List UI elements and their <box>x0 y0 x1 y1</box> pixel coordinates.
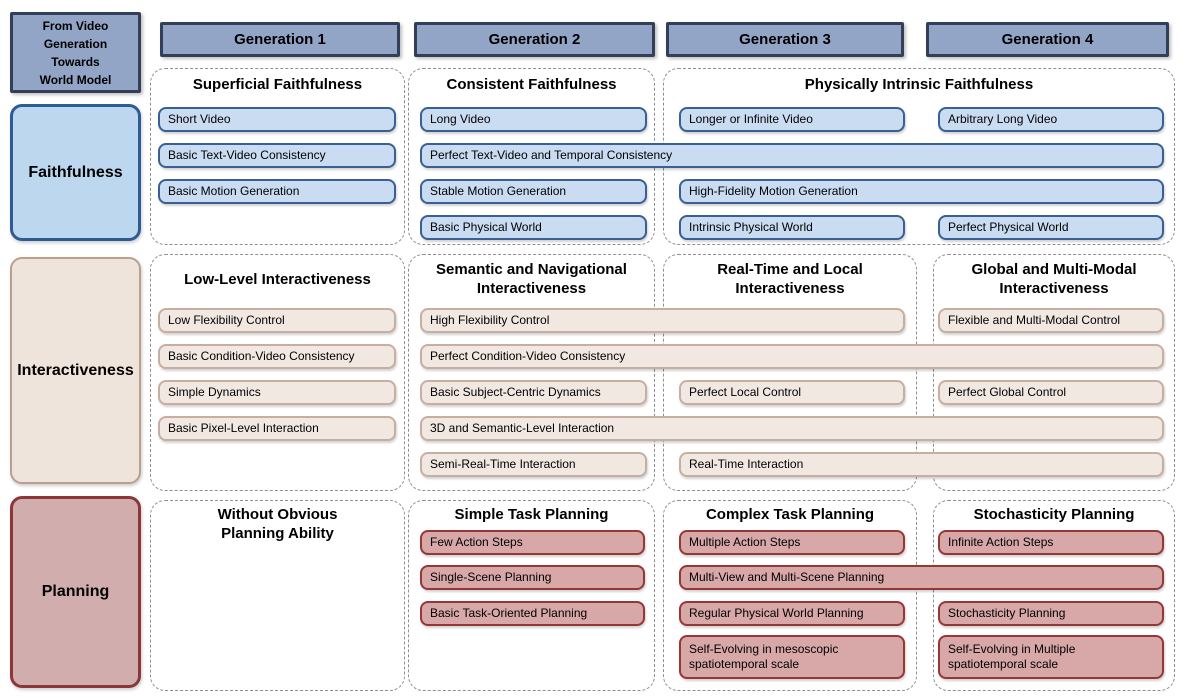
corner-title-box: From Video Generation Towards World Mode… <box>10 12 141 93</box>
item-high-fidelity-motion-generation: High-Fidelity Motion Generation <box>679 179 1164 204</box>
generation-4-header: Generation 4 <box>926 22 1169 57</box>
panel-planning-gen2 <box>408 500 655 691</box>
item-basic-pixel-level-interaction: Basic Pixel-Level Interaction <box>158 416 396 441</box>
item-basic-text-video-consistency: Basic Text-Video Consistency <box>158 143 396 168</box>
panel-planning-gen1 <box>150 500 405 691</box>
item-basic-motion-generation: Basic Motion Generation <box>158 179 396 204</box>
item-self-evolving-multiple: Self-Evolving in Multiple spatiotemporal… <box>938 635 1164 679</box>
panel-interactiveness-gen1 <box>150 254 405 491</box>
panel-planning-gen3 <box>663 500 917 691</box>
item-single-scene-planning: Single-Scene Planning <box>420 565 645 590</box>
row-label-interactiveness: Interactiveness <box>10 257 141 484</box>
item-longer-or-infinite-video: Longer or Infinite Video <box>679 107 905 132</box>
row-label-planning: Planning <box>10 496 141 688</box>
title-simple-task-planning: Simple Task Planning <box>454 506 609 523</box>
title-global-multi-modal-interactiveness: Global and Multi-Modal Interactiveness <box>971 261 1137 297</box>
panel-faithfulness-gen1 <box>150 68 405 245</box>
title-low-level-interactiveness: Low-Level Interactiveness <box>184 270 371 288</box>
item-low-flexibility-control: Low Flexibility Control <box>158 308 396 333</box>
title-superficial-faithfulness: Superficial Faithfulness <box>192 76 363 93</box>
title-real-time-local-interactiveness: Real-Time and Local Interactiveness <box>717 261 863 297</box>
title-without-obvious-planning-ability: Without Obvious Planning Ability <box>217 506 338 542</box>
item-basic-condition-video-consistency: Basic Condition-Video Consistency <box>158 344 396 369</box>
item-self-evolving-mesoscopic: Self-Evolving in mesoscopic spatiotempor… <box>679 635 905 679</box>
row-label-faithfulness: Faithfulness <box>10 104 141 241</box>
panel-interactiveness-gen2 <box>408 254 655 491</box>
item-intrinsic-physical-world: Intrinsic Physical World <box>679 215 905 240</box>
item-few-action-steps: Few Action Steps <box>420 530 645 555</box>
title-stochasticity-planning: Stochasticity Planning <box>973 506 1135 523</box>
item-simple-dynamics: Simple Dynamics <box>158 380 396 405</box>
item-multiple-action-steps: Multiple Action Steps <box>679 530 905 555</box>
item-infinite-action-steps: Infinite Action Steps <box>938 530 1164 555</box>
item-multi-view-multi-scene-planning: Multi-View and Multi-Scene Planning <box>679 565 1164 590</box>
item-long-video: Long Video <box>420 107 647 132</box>
item-basic-subject-centric-dynamics: Basic Subject-Centric Dynamics <box>420 380 647 405</box>
panel-interactiveness-gen3 <box>663 254 917 491</box>
generation-1-header: Generation 1 <box>160 22 400 57</box>
title-semantic-navigational-interactiveness: Semantic and Navigational Interactivenes… <box>436 261 627 297</box>
item-perfect-physical-world: Perfect Physical World <box>938 215 1164 240</box>
item-perfect-condition-video-consistency: Perfect Condition-Video Consistency <box>420 344 1164 369</box>
item-high-flexibility-control: High Flexibility Control <box>420 308 905 333</box>
panel-planning-gen4 <box>933 500 1175 691</box>
item-real-time-interaction: Real-Time Interaction <box>679 452 1164 477</box>
item-perfect-global-control: Perfect Global Control <box>938 380 1164 405</box>
item-short-video: Short Video <box>158 107 396 132</box>
item-basic-task-oriented-planning: Basic Task-Oriented Planning <box>420 601 645 626</box>
item-semi-real-time-interaction: Semi-Real-Time Interaction <box>420 452 647 477</box>
title-consistent-faithfulness: Consistent Faithfulness <box>446 76 617 93</box>
title-complex-task-planning: Complex Task Planning <box>705 506 875 523</box>
item-stochasticity-planning: Stochasticity Planning <box>938 601 1164 626</box>
panel-interactiveness-gen4 <box>933 254 1175 491</box>
item-flexible-multi-modal-control: Flexible and Multi-Modal Control <box>938 308 1164 333</box>
item-perfect-local-control: Perfect Local Control <box>679 380 905 405</box>
item-stable-motion-generation: Stable Motion Generation <box>420 179 647 204</box>
generation-2-header: Generation 2 <box>414 22 655 57</box>
item-regular-physical-world-planning: Regular Physical World Planning <box>679 601 905 626</box>
item-basic-physical-world: Basic Physical World <box>420 215 647 240</box>
title-physically-intrinsic-faithfulness: Physically Intrinsic Faithfulness <box>804 76 1034 93</box>
item-3d-semantic-level-interaction: 3D and Semantic-Level Interaction <box>420 416 1164 441</box>
item-arbitrary-long-video: Arbitrary Long Video <box>938 107 1164 132</box>
item-perfect-text-video-temporal-consistency: Perfect Text-Video and Temporal Consiste… <box>420 143 1164 168</box>
generation-3-header: Generation 3 <box>666 22 904 57</box>
